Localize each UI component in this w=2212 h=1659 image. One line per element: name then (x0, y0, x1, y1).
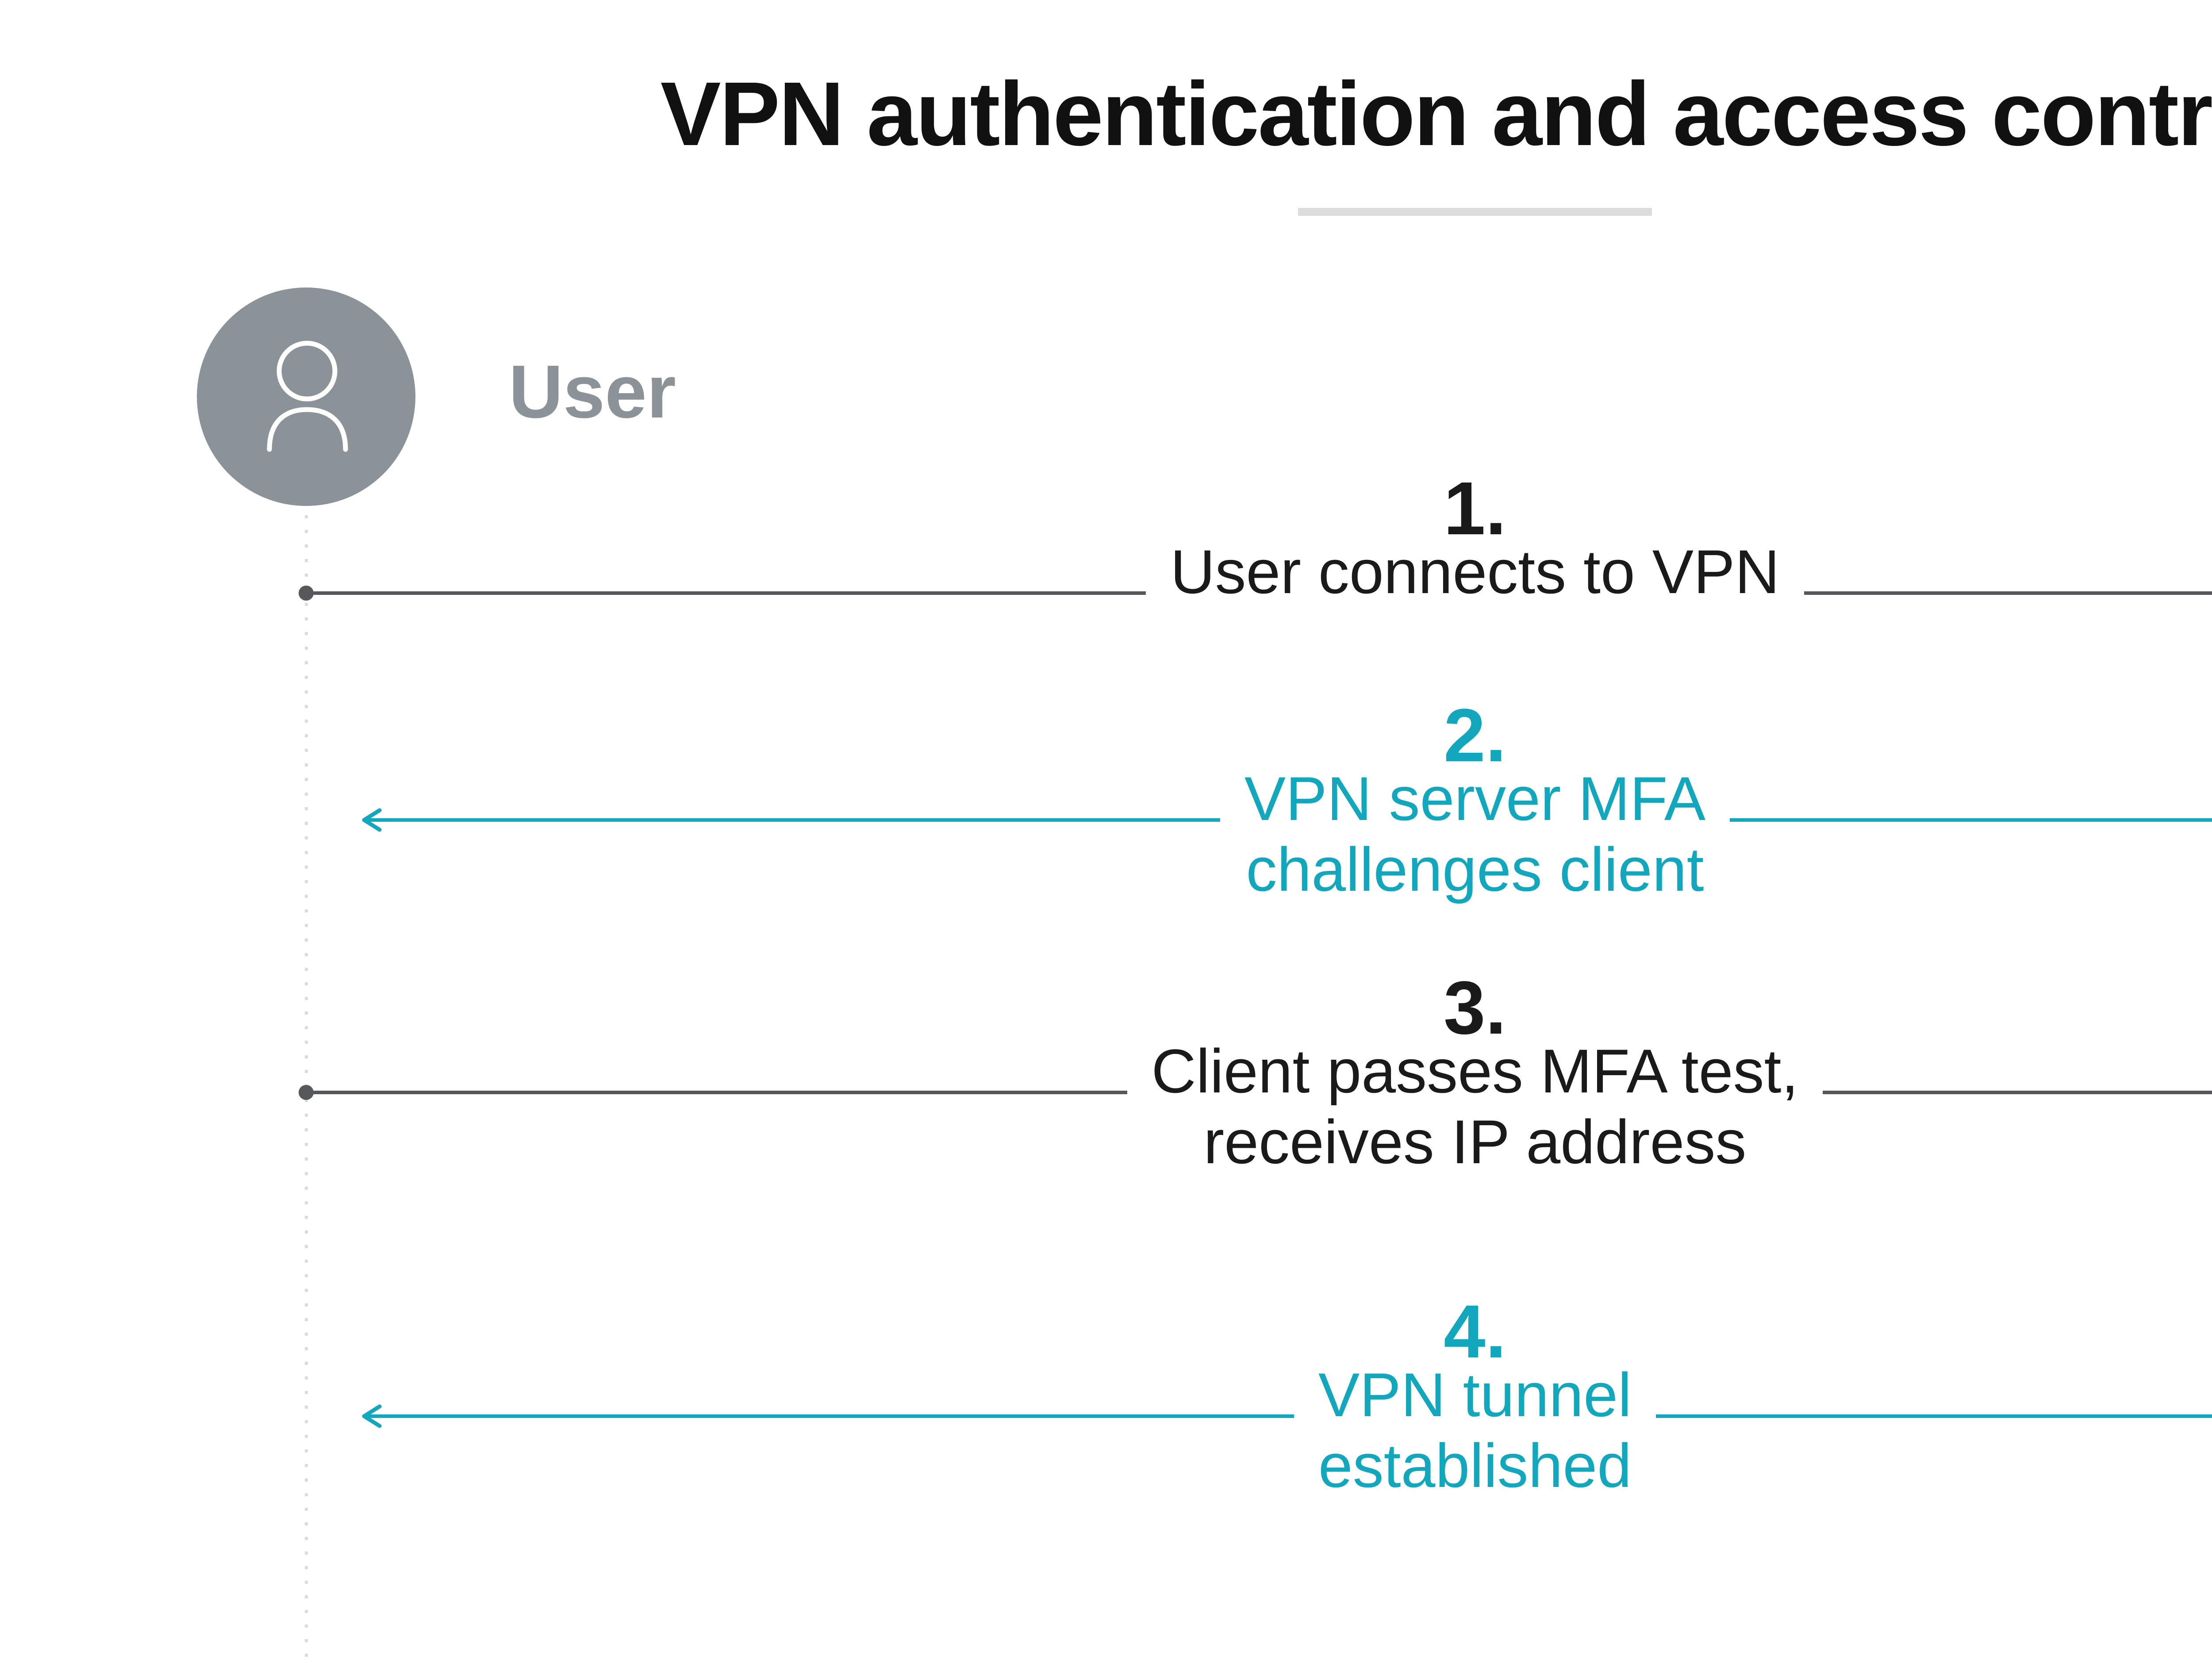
user-avatar-circle (197, 287, 415, 506)
step-number: 2. (1444, 693, 1506, 778)
arrowhead-left-icon (362, 808, 382, 832)
actor-user-label: User (509, 350, 676, 434)
step-text-line-1: Client passes MFA test, (0, 1036, 2212, 1107)
message-line (364, 1414, 2212, 1418)
arrowhead-left-icon (362, 1404, 382, 1428)
step-text-line-2: receives IP address (0, 1107, 2212, 1177)
step-text-line-1: VPN tunnel (0, 1360, 2212, 1430)
step-number: 4. (1444, 1290, 1506, 1374)
step-text-line-2: established (0, 1430, 2212, 1501)
step-number: 3. (1444, 966, 1506, 1050)
page-title: VPN authentication and access control (660, 63, 2212, 165)
person-icon (267, 341, 348, 452)
step-number: 1. (1444, 467, 1506, 551)
title-divider (1298, 208, 1652, 216)
message-start-dot (299, 1085, 314, 1100)
message-start-dot (299, 586, 314, 601)
step-text-line-1: User connects to VPN (0, 536, 2212, 607)
step-text-line-2: challenges client (0, 834, 2212, 905)
step-text-line-1: VPN server MFA (0, 763, 2212, 834)
